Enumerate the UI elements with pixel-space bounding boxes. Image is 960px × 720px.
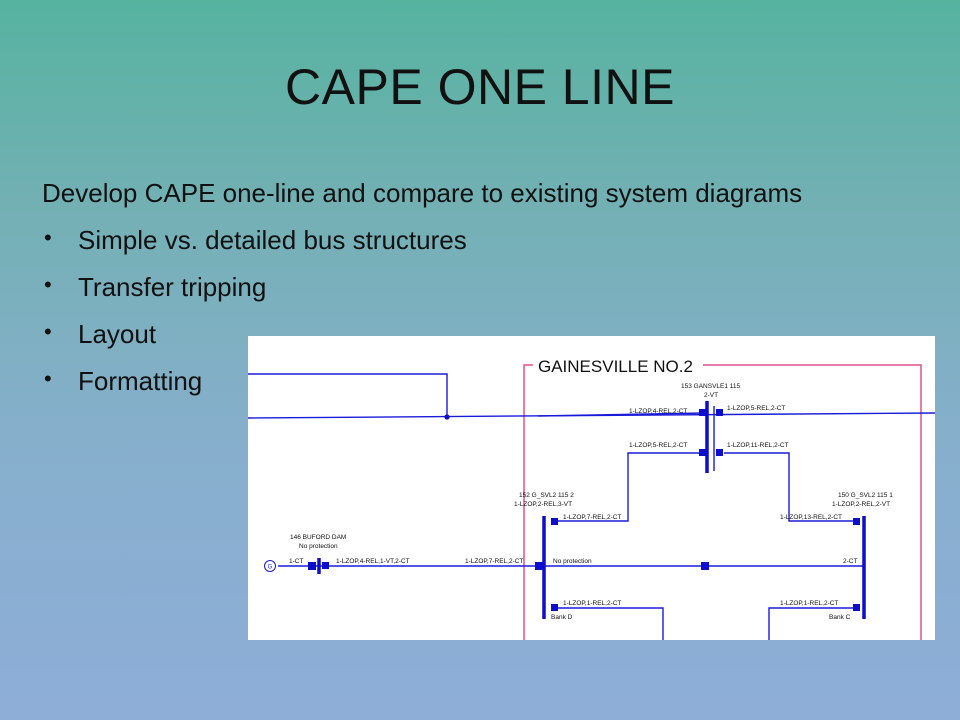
breaker <box>551 604 558 611</box>
one-line-diagram: GAINESVILLE NO.2 <box>248 336 935 640</box>
top-bus-vt: 2-VT <box>704 392 718 399</box>
generator-symbol <box>264 560 276 572</box>
bullet-item: Transfer tripping <box>42 272 802 303</box>
right-upper-ct: 1-LZOP,13-REL,2-CT <box>780 514 842 521</box>
bullet-item: Layout <box>42 319 802 350</box>
bank-c-label: Bank C <box>829 614 851 621</box>
breaker <box>322 562 329 569</box>
right-bus-vt: 1-LZOP,2-REL,2-VT <box>832 501 890 508</box>
breaker <box>699 449 706 456</box>
feeder-ct: 1-LZOP,7-REL,2-CT <box>465 558 523 565</box>
bank-d-label: Bank D <box>551 614 573 621</box>
breaker <box>716 409 723 416</box>
left-bus-vt: 1-LZOP,2-REL,3-VT <box>514 501 572 508</box>
buford-relay: 1-LZOP,4-REL,1-VT,2-CT <box>336 558 410 565</box>
bullet-item: Formatting <box>42 366 802 397</box>
top-upper-feeder <box>537 412 706 417</box>
slide-title: CAPE ONE LINE <box>285 59 675 115</box>
breakers <box>308 409 860 611</box>
right-lower-ct: 1-LZOP,1-REL,2-CT <box>780 600 838 607</box>
right-mid-ct: 2-CT <box>843 558 857 565</box>
top-to-left-bus <box>551 452 699 522</box>
bullet-item: Simple vs. detailed bus structures <box>42 225 802 256</box>
lead-text: Develop CAPE one-line and compare to exi… <box>42 178 803 208</box>
right-lower-feeder <box>768 607 860 640</box>
substation-boundary <box>523 364 922 640</box>
breaker <box>853 604 860 611</box>
substation-title: GAINESVILLE NO.2 <box>538 357 693 376</box>
breaker <box>551 518 558 525</box>
breaker <box>535 562 543 570</box>
top-to-right-bus <box>724 452 860 522</box>
generator-letter: G <box>268 565 273 571</box>
buford-protection: No protection <box>299 543 338 550</box>
breaker <box>716 449 723 456</box>
buford-ct: 1-CT <box>289 558 303 565</box>
breaker <box>308 562 316 570</box>
left-lower-feeder <box>551 607 664 640</box>
top-upper-left-ct: 1-LZOP,4-REL,2-CT <box>629 408 687 415</box>
breaker <box>701 562 709 570</box>
right-bus-label: 150 G_SVL2 115 1 <box>838 492 893 499</box>
top-bus-label: 153 GANSVLE1 115 <box>681 383 741 390</box>
breaker <box>853 518 860 525</box>
top-lower-left-ct: 1-LZOP,5-REL,2-CT <box>629 442 687 449</box>
top-upper-right-ct: 1-LZOP,5-REL,2-CT <box>727 405 785 412</box>
no-protection-label: No protection <box>553 558 592 565</box>
bus-bars <box>317 401 866 619</box>
slide-body: Develop CAPE one-line and compare to exi… <box>42 178 802 413</box>
buford-label: 146 BUFORD DAM <box>290 534 346 541</box>
breaker <box>699 409 706 416</box>
bullet-list: Simple vs. detailed bus structures Trans… <box>42 225 802 397</box>
one-line-svg: GAINESVILLE NO.2 <box>248 357 935 640</box>
upper-left-line <box>248 373 448 416</box>
junction-dot <box>444 414 450 420</box>
left-lower-ct: 1-LZOP,1-REL,2-CT <box>563 600 621 607</box>
top-lower-right-ct: 1-LZOP,11-REL,2-CT <box>727 442 789 449</box>
left-bus-label: 152 G_SVL2 115 2 <box>519 492 574 499</box>
left-upper-ct: 1-LZOP,7-REL,2-CT <box>563 514 621 521</box>
